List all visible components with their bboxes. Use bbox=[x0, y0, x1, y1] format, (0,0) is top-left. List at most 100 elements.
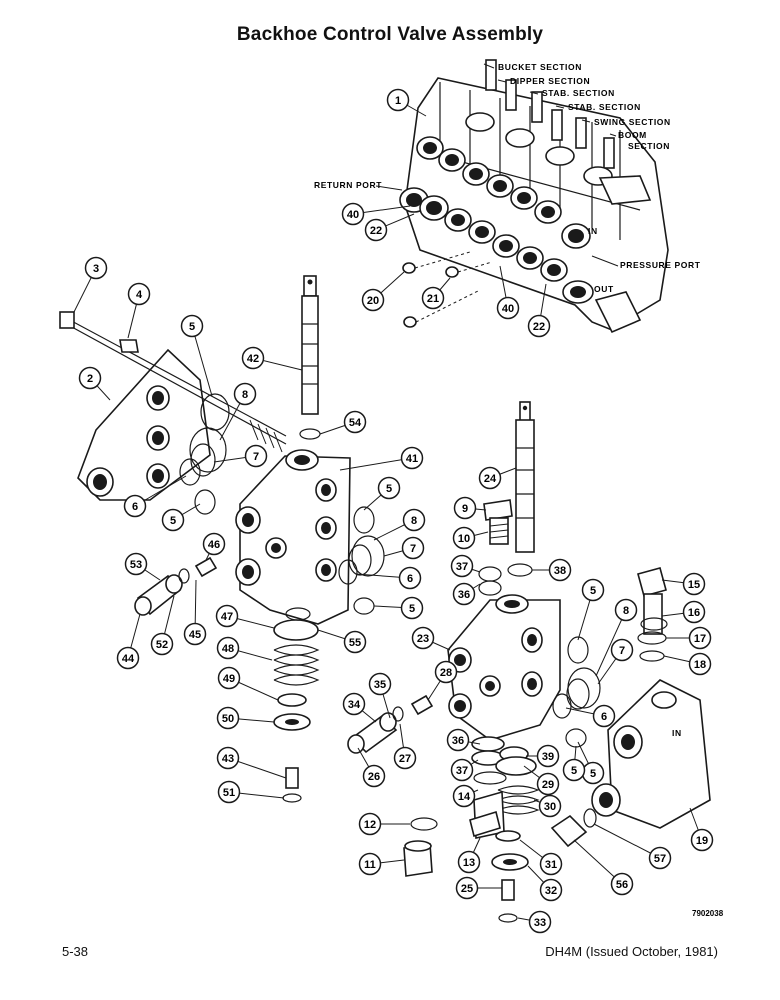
callout-circle bbox=[496, 296, 520, 320]
callout-number: 53 bbox=[130, 559, 142, 571]
callout-c45: 45 bbox=[183, 579, 207, 646]
callout-number: 40 bbox=[502, 303, 514, 315]
callout-number: 57 bbox=[654, 853, 666, 865]
callout-c5a: 5 bbox=[180, 314, 213, 397]
callout-circle bbox=[434, 660, 458, 684]
callout-number: 19 bbox=[696, 835, 708, 847]
callout-number: 2 bbox=[87, 373, 93, 385]
callout-c35: 35 bbox=[368, 672, 392, 719]
callout-c37b: 37 bbox=[450, 758, 479, 782]
callout-circle bbox=[368, 672, 392, 696]
callout-leader-line bbox=[595, 609, 627, 677]
callout-c37a: 37 bbox=[450, 554, 481, 578]
callout-number: 42 bbox=[247, 353, 259, 365]
callout-circle bbox=[592, 704, 616, 728]
return-port-label: RETURN PORT bbox=[314, 180, 382, 190]
left-seals-5-8-7-6 bbox=[179, 393, 230, 515]
callout-number: 29 bbox=[542, 779, 554, 791]
callout-circle bbox=[202, 532, 226, 556]
callout-circle bbox=[398, 566, 422, 590]
callout-c7c: 7 bbox=[597, 638, 634, 685]
callout-number: 5 bbox=[590, 585, 596, 597]
callout-number: 45 bbox=[189, 629, 201, 641]
relief-valve-parts-44-53 bbox=[134, 556, 218, 616]
callout-leader-line bbox=[191, 325, 213, 397]
callout-circle bbox=[452, 784, 476, 808]
callout-number: 38 bbox=[554, 565, 566, 577]
callout-number: 8 bbox=[623, 605, 629, 617]
callout-c51: 51 bbox=[217, 780, 285, 804]
callout-circle bbox=[180, 314, 204, 338]
callout-number: 55 bbox=[349, 637, 361, 649]
callout-c33: 33 bbox=[517, 910, 552, 934]
callout-circle bbox=[362, 764, 386, 788]
callout-circle bbox=[241, 346, 265, 370]
callout-c6c: 6 bbox=[565, 704, 616, 728]
callout-c5g: 5 bbox=[562, 745, 586, 782]
callout-circle bbox=[478, 466, 502, 490]
callout-number: 20 bbox=[367, 295, 379, 307]
spool-part-42 bbox=[301, 275, 319, 415]
callout-circle bbox=[161, 508, 185, 532]
callout-c34: 34 bbox=[342, 692, 377, 723]
callout-circle bbox=[402, 508, 426, 532]
callout-c43: 43 bbox=[216, 746, 287, 779]
callout-circle bbox=[217, 666, 241, 690]
callout-number: 28 bbox=[440, 667, 452, 679]
callout-number: 35 bbox=[374, 679, 386, 691]
callout-c8a: 8 bbox=[219, 382, 257, 441]
callout-c40a: 40 bbox=[341, 202, 411, 226]
callout-c49: 49 bbox=[217, 666, 279, 701]
callout-c55: 55 bbox=[317, 629, 367, 654]
callout-circle bbox=[527, 314, 551, 338]
callout-c5e: 5 bbox=[577, 578, 605, 641]
callout-circle bbox=[123, 494, 147, 518]
callout-c6a: 6 bbox=[123, 475, 187, 518]
callout-c20a: 20 bbox=[361, 271, 405, 312]
callout-c39: 39 bbox=[526, 744, 560, 768]
callout-number: 1 bbox=[395, 95, 401, 107]
callout-c36a: 36 bbox=[452, 582, 481, 606]
callout-c8b: 8 bbox=[373, 508, 426, 541]
callout-circle bbox=[528, 910, 552, 934]
callout-c56: 56 bbox=[573, 839, 634, 896]
callout-c5c: 5 bbox=[363, 476, 401, 511]
callout-circle bbox=[342, 692, 366, 716]
callout-c22b: 22 bbox=[527, 283, 551, 338]
callout-circle bbox=[217, 780, 241, 804]
callout-circle bbox=[377, 476, 401, 500]
callout-number: 48 bbox=[222, 643, 234, 655]
callout-circle bbox=[538, 794, 562, 818]
callout-number: 39 bbox=[542, 751, 554, 763]
callout-circle bbox=[690, 828, 714, 852]
callout-circle bbox=[453, 496, 477, 520]
callout-c38: 38 bbox=[532, 558, 572, 582]
callout-c28: 28 bbox=[427, 660, 458, 701]
callout-number: 51 bbox=[223, 787, 235, 799]
dipper-section-label: DIPPER SECTION bbox=[510, 76, 590, 86]
callout-circle bbox=[393, 746, 417, 770]
callout-number: 26 bbox=[368, 771, 380, 783]
callout-circle bbox=[343, 410, 367, 434]
callout-number: 37 bbox=[456, 561, 468, 573]
callout-c53: 53 bbox=[124, 552, 161, 581]
callout-number: 34 bbox=[348, 699, 361, 711]
callout-circle bbox=[343, 630, 367, 654]
callout-circle bbox=[400, 446, 424, 470]
lower-spring-stack-47-51 bbox=[273, 607, 320, 803]
relief-valve-parts-26-35 bbox=[347, 694, 434, 754]
callout-c10: 10 bbox=[452, 526, 489, 550]
callout-number: 13 bbox=[463, 857, 475, 869]
callout-circle bbox=[341, 202, 365, 226]
callout-circle bbox=[244, 444, 268, 468]
callout-number: 31 bbox=[545, 859, 557, 871]
swing-section-label: SWING SECTION bbox=[594, 117, 671, 127]
callout-number: 14 bbox=[458, 791, 471, 803]
callout-c26: 26 bbox=[357, 747, 386, 788]
callout-c41: 41 bbox=[339, 446, 424, 471]
callout-c42: 42 bbox=[241, 346, 303, 371]
callout-c11: 11 bbox=[358, 852, 405, 876]
callout-circle bbox=[116, 646, 140, 670]
callout-circle bbox=[124, 552, 148, 576]
boom-label: BOOM bbox=[618, 130, 647, 140]
